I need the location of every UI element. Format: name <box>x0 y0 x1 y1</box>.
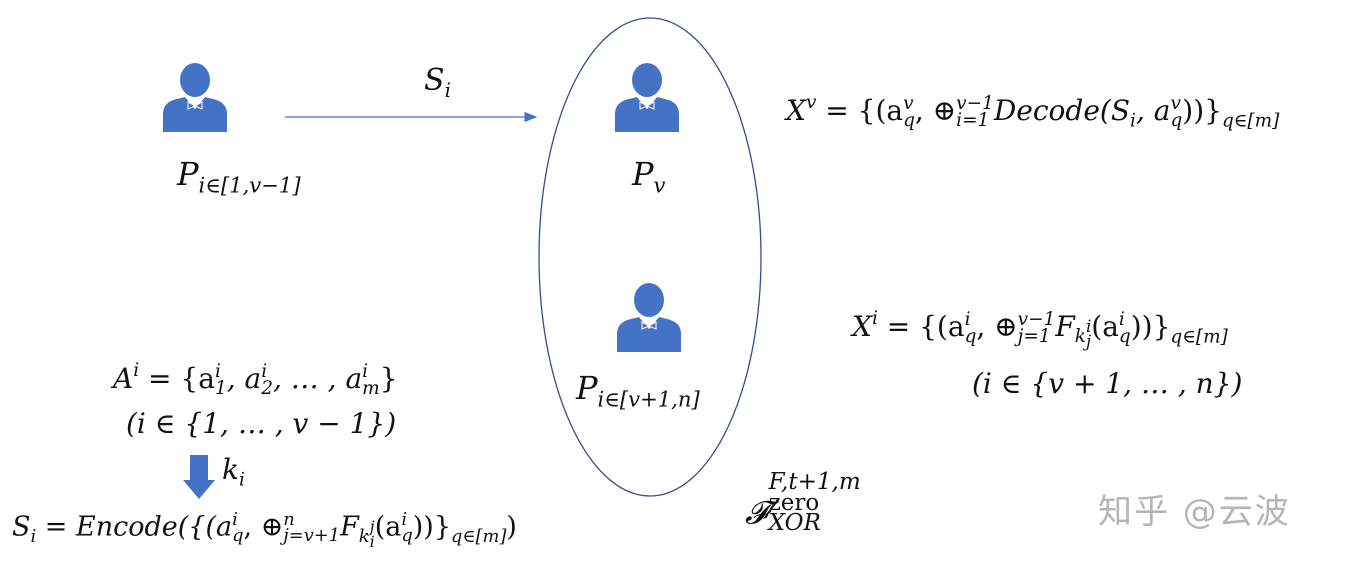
user-person-icon <box>616 282 682 353</box>
watermark: 知乎 @云波 <box>1098 492 1291 532</box>
party-group-ellipse <box>538 17 762 497</box>
party-label-left: Pi∈[1,v−1] <box>177 155 301 198</box>
user-person-icon <box>614 62 680 133</box>
user-person-icon <box>162 62 228 133</box>
party-label-rest: Pi∈[v+1,n] <box>576 369 700 412</box>
equation-ai-range: (i ∈ {1, … , v − 1}) <box>126 407 397 440</box>
key-label: ki <box>222 453 245 491</box>
party-label-pv: Pv <box>632 155 666 198</box>
equation-xi-range: (i ∈ {v + 1, … , n}) <box>972 367 1243 400</box>
arrow-label: Si <box>424 63 451 102</box>
down-arrow-icon <box>183 455 215 499</box>
